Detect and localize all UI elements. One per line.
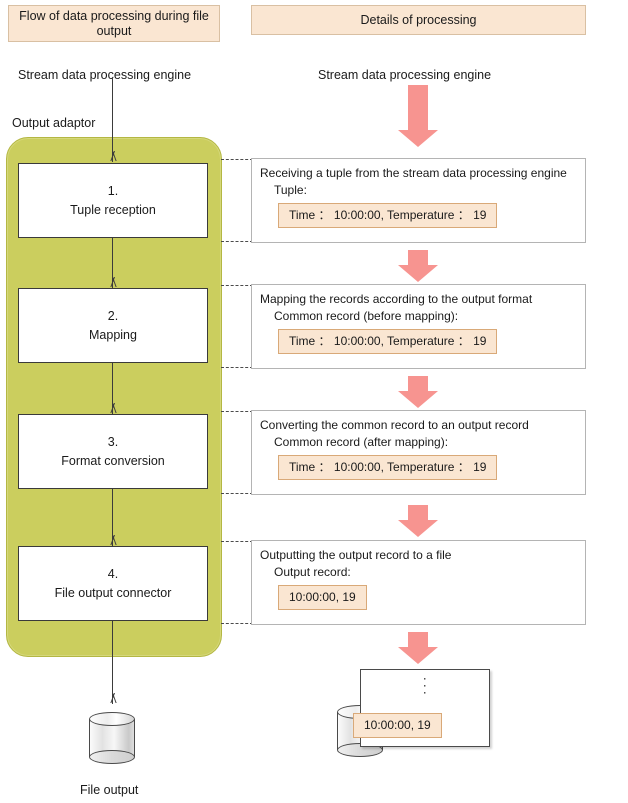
detail-value-chip: Time ： 10:00:00, Temperature ： 19 [278, 455, 498, 480]
arrow-head [107, 535, 120, 546]
arrow-stem [112, 238, 114, 288]
arrow-stem [112, 621, 114, 704]
arrow-step4-to-file [106, 621, 120, 704]
arrow-body [408, 85, 428, 131]
leader-line-step4-top [221, 541, 253, 542]
output-file-window: · · · 10:00:00, 19 [353, 669, 490, 747]
detail-value-chip: Time ： 10:00:00, Temperature ： 19 [278, 203, 498, 228]
process-number: 4. [107, 566, 119, 581]
arrow-stem [112, 489, 114, 546]
leader-line-step1-bottom [221, 241, 253, 242]
arrow-stem [112, 78, 114, 162]
salmon-arrow-detail4-to-file [398, 632, 438, 664]
detail-box-tuple-reception: Receiving a tuple from the stream data p… [251, 158, 586, 243]
salmon-arrow-detail1-to-detail2 [398, 250, 438, 282]
arrow-head [107, 277, 120, 288]
arrow-step1-to-step2 [106, 238, 120, 288]
arrow-head [398, 391, 438, 408]
leader-line-step3-bottom [221, 493, 253, 494]
arrow-head [398, 265, 438, 282]
vertical-ellipsis-icon: · · · [361, 674, 489, 698]
arrow-engine-to-step1 [106, 78, 120, 162]
cylinder-top [89, 712, 135, 726]
arrow-head [398, 130, 438, 147]
caption-stream-engine-right: Stream data processing engine [318, 68, 492, 82]
arrow-head [107, 693, 120, 704]
header-banner-left: Flow of data processing during file outp… [8, 5, 220, 42]
arrow-head [398, 647, 438, 664]
caption-stream-engine-left: Stream data processing engine [18, 68, 192, 82]
process-label: Format conversion [61, 453, 165, 468]
leader-line-step1-top [221, 159, 253, 160]
detail-value-chip: Time ： 10:00:00, Temperature ： 19 [278, 329, 498, 354]
arrow-step2-to-step3 [106, 363, 120, 414]
leader-line-step2-bottom [221, 367, 253, 368]
process-box-file-output-connector[interactable]: 4. File output connector [18, 546, 208, 621]
detail-title: Converting the common record to an outpu… [260, 418, 529, 432]
arrow-body [408, 632, 428, 648]
detail-box-format-conversion: Converting the common record to an outpu… [251, 410, 586, 495]
process-label: File output connector [54, 585, 172, 600]
detail-subtitle: Common record (before mapping): [274, 309, 459, 323]
arrow-stem [112, 363, 114, 414]
detail-box-mapping: Mapping the records according to the out… [251, 284, 586, 369]
leader-line-step3-top [221, 411, 253, 412]
detail-subtitle: Tuple: [274, 183, 307, 197]
cylinder-bottom [89, 750, 135, 764]
caption-output-adaptor: Output adaptor [12, 116, 96, 130]
process-label: Tuple reception [70, 202, 156, 217]
ellipsis-dot-2: · [423, 681, 427, 691]
process-box-mapping[interactable]: 2. Mapping [18, 288, 208, 363]
process-label: Mapping [89, 327, 137, 342]
ellipsis-dot-1: · [423, 674, 427, 684]
detail-title: Mapping the records according to the out… [260, 292, 533, 306]
process-number: 2. [107, 308, 119, 323]
salmon-arrow-detail2-to-detail3 [398, 376, 438, 408]
process-number: 1. [107, 183, 119, 198]
arrow-head [398, 520, 438, 537]
arrow-step3-to-step4 [106, 489, 120, 546]
arrow-head [107, 403, 120, 414]
process-box-tuple-reception[interactable]: 1. Tuple reception [18, 163, 208, 238]
process-number: 3. [107, 434, 119, 449]
caption-file-output: File output [80, 783, 139, 797]
detail-title: Outputting the output record to a file [260, 548, 452, 562]
detail-value-chip: 10:00:00, 19 [278, 585, 367, 610]
arrow-body [408, 505, 428, 521]
header-banner-right: Details of processing [251, 5, 586, 35]
leader-line-step2-top [221, 285, 253, 286]
ellipsis-dot-3: · [423, 688, 427, 698]
detail-box-file-output: Outputting the output record to a file O… [251, 540, 586, 625]
arrow-head [107, 151, 120, 162]
process-box-format-conversion[interactable]: 3. Format conversion [18, 414, 208, 489]
detail-title: Receiving a tuple from the stream data p… [260, 166, 567, 180]
detail-subtitle: Output record: [274, 565, 351, 579]
detail-subtitle: Common record (after mapping): [274, 435, 449, 449]
leader-line-step4-bottom [221, 623, 253, 624]
salmon-arrow-detail3-to-detail4 [398, 505, 438, 537]
salmon-arrow-engine-to-detail1 [398, 85, 438, 147]
arrow-body [408, 250, 428, 266]
file-record-chip: 10:00:00, 19 [353, 713, 442, 738]
database-cylinder-icon-left [89, 712, 135, 764]
arrow-body [408, 376, 428, 392]
